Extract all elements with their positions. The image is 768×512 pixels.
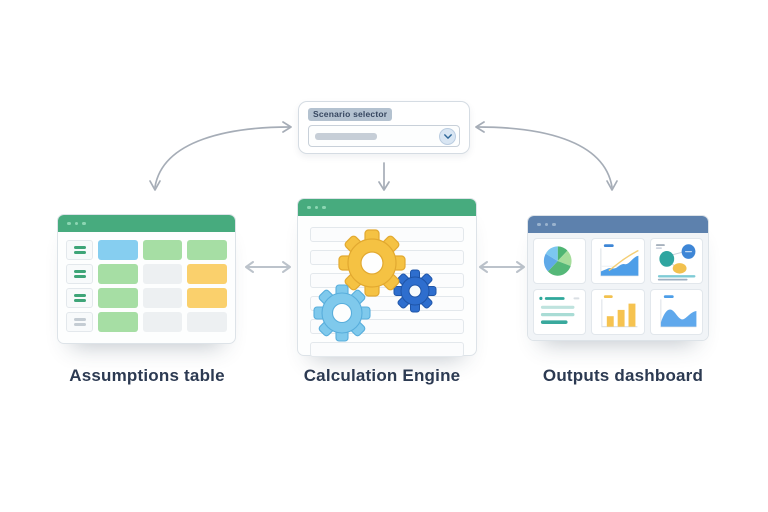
window-dot-icon: [82, 221, 86, 226]
table-cell: [98, 264, 138, 284]
window-titlebar: [58, 215, 235, 232]
window-dot-icon: [537, 222, 541, 227]
assumptions-grid: [58, 232, 235, 340]
row-header-cell: [66, 240, 93, 260]
table-cell: [187, 288, 228, 308]
row-header-bar: [73, 323, 86, 326]
table-row: [66, 312, 228, 332]
arrow-selector-engine: [378, 162, 390, 191]
table-cell: [187, 264, 228, 284]
table-cell: [98, 312, 138, 332]
outputs-dashboard-window: [527, 215, 709, 341]
row-header-bar: [73, 270, 86, 273]
assumptions-table-label: Assumptions table: [69, 366, 225, 385]
bar-chart-icon: [601, 295, 638, 328]
scenario-selector-label: Scenario selector: [308, 108, 393, 121]
table-cell: [142, 312, 183, 332]
outputs-dashboard-label: Outputs dashboard: [542, 366, 704, 385]
table-row: [66, 288, 228, 308]
table-row: [66, 264, 228, 284]
chevron-down-icon[interactable]: [439, 127, 456, 145]
bar-chart-card: [591, 289, 645, 335]
arrow-selector-outputs: [475, 121, 618, 191]
arrow-selector-assumptions: [149, 121, 292, 191]
gear-light-blue-icon: [313, 284, 371, 342]
gear-dark-blue-icon: [393, 269, 437, 313]
arrow-engine-outputs: [479, 261, 525, 273]
assumptions-table-window: [57, 214, 236, 344]
calculation-engine-window: [297, 198, 477, 357]
table-row: [66, 240, 228, 260]
window-dot-icon: [322, 205, 326, 210]
metric-list-card: [533, 289, 587, 335]
bubble-chart-card: [649, 238, 703, 284]
dashboard-grid: [528, 233, 708, 340]
bubble-chart-icon: [655, 244, 696, 281]
window-dot-icon: [67, 221, 71, 226]
row-header-bar: [73, 299, 86, 302]
row-header-bar: [73, 318, 86, 321]
area-line-chart-card: [591, 238, 645, 284]
window-dot-icon: [74, 221, 78, 226]
calculation-engine-label: Calculation Engine: [303, 366, 461, 385]
dropdown-placeholder-bar: [315, 132, 377, 140]
window-dot-icon: [544, 222, 548, 227]
metric-list-icon: [539, 296, 580, 324]
table-cell: [98, 288, 138, 308]
window-dot-icon: [552, 222, 556, 227]
scenario-selector: Scenario selector: [298, 101, 470, 154]
window-titlebar: [298, 199, 476, 216]
table-cell: [142, 288, 183, 308]
window-titlebar: [528, 216, 708, 233]
area-chart-icon: [660, 295, 697, 328]
table-cell: [142, 240, 183, 260]
area-chart-card: [649, 289, 703, 335]
gear-yellow-icon: [338, 229, 406, 297]
row-header-bar: [73, 275, 86, 278]
pie-chart-icon: [543, 246, 572, 276]
table-cell: [187, 312, 228, 332]
row-header-bar: [73, 251, 86, 254]
row-header-cell: [66, 264, 93, 284]
area-line-chart-icon: [600, 244, 640, 277]
window-dot-icon: [314, 205, 318, 210]
window-dot-icon: [307, 205, 311, 210]
table-cell: [142, 264, 183, 284]
arrow-assumptions-engine: [245, 261, 291, 273]
gears-illustration: [313, 229, 437, 342]
engine-row: [310, 342, 464, 357]
row-header-cell: [66, 288, 93, 308]
table-cell: [98, 240, 138, 260]
row-header-cell: [66, 312, 93, 332]
table-cell: [187, 240, 228, 260]
scenario-dropdown[interactable]: [308, 125, 460, 147]
row-header-bar: [73, 294, 86, 297]
pie-chart-card: [533, 238, 587, 284]
row-header-bar: [73, 246, 86, 249]
